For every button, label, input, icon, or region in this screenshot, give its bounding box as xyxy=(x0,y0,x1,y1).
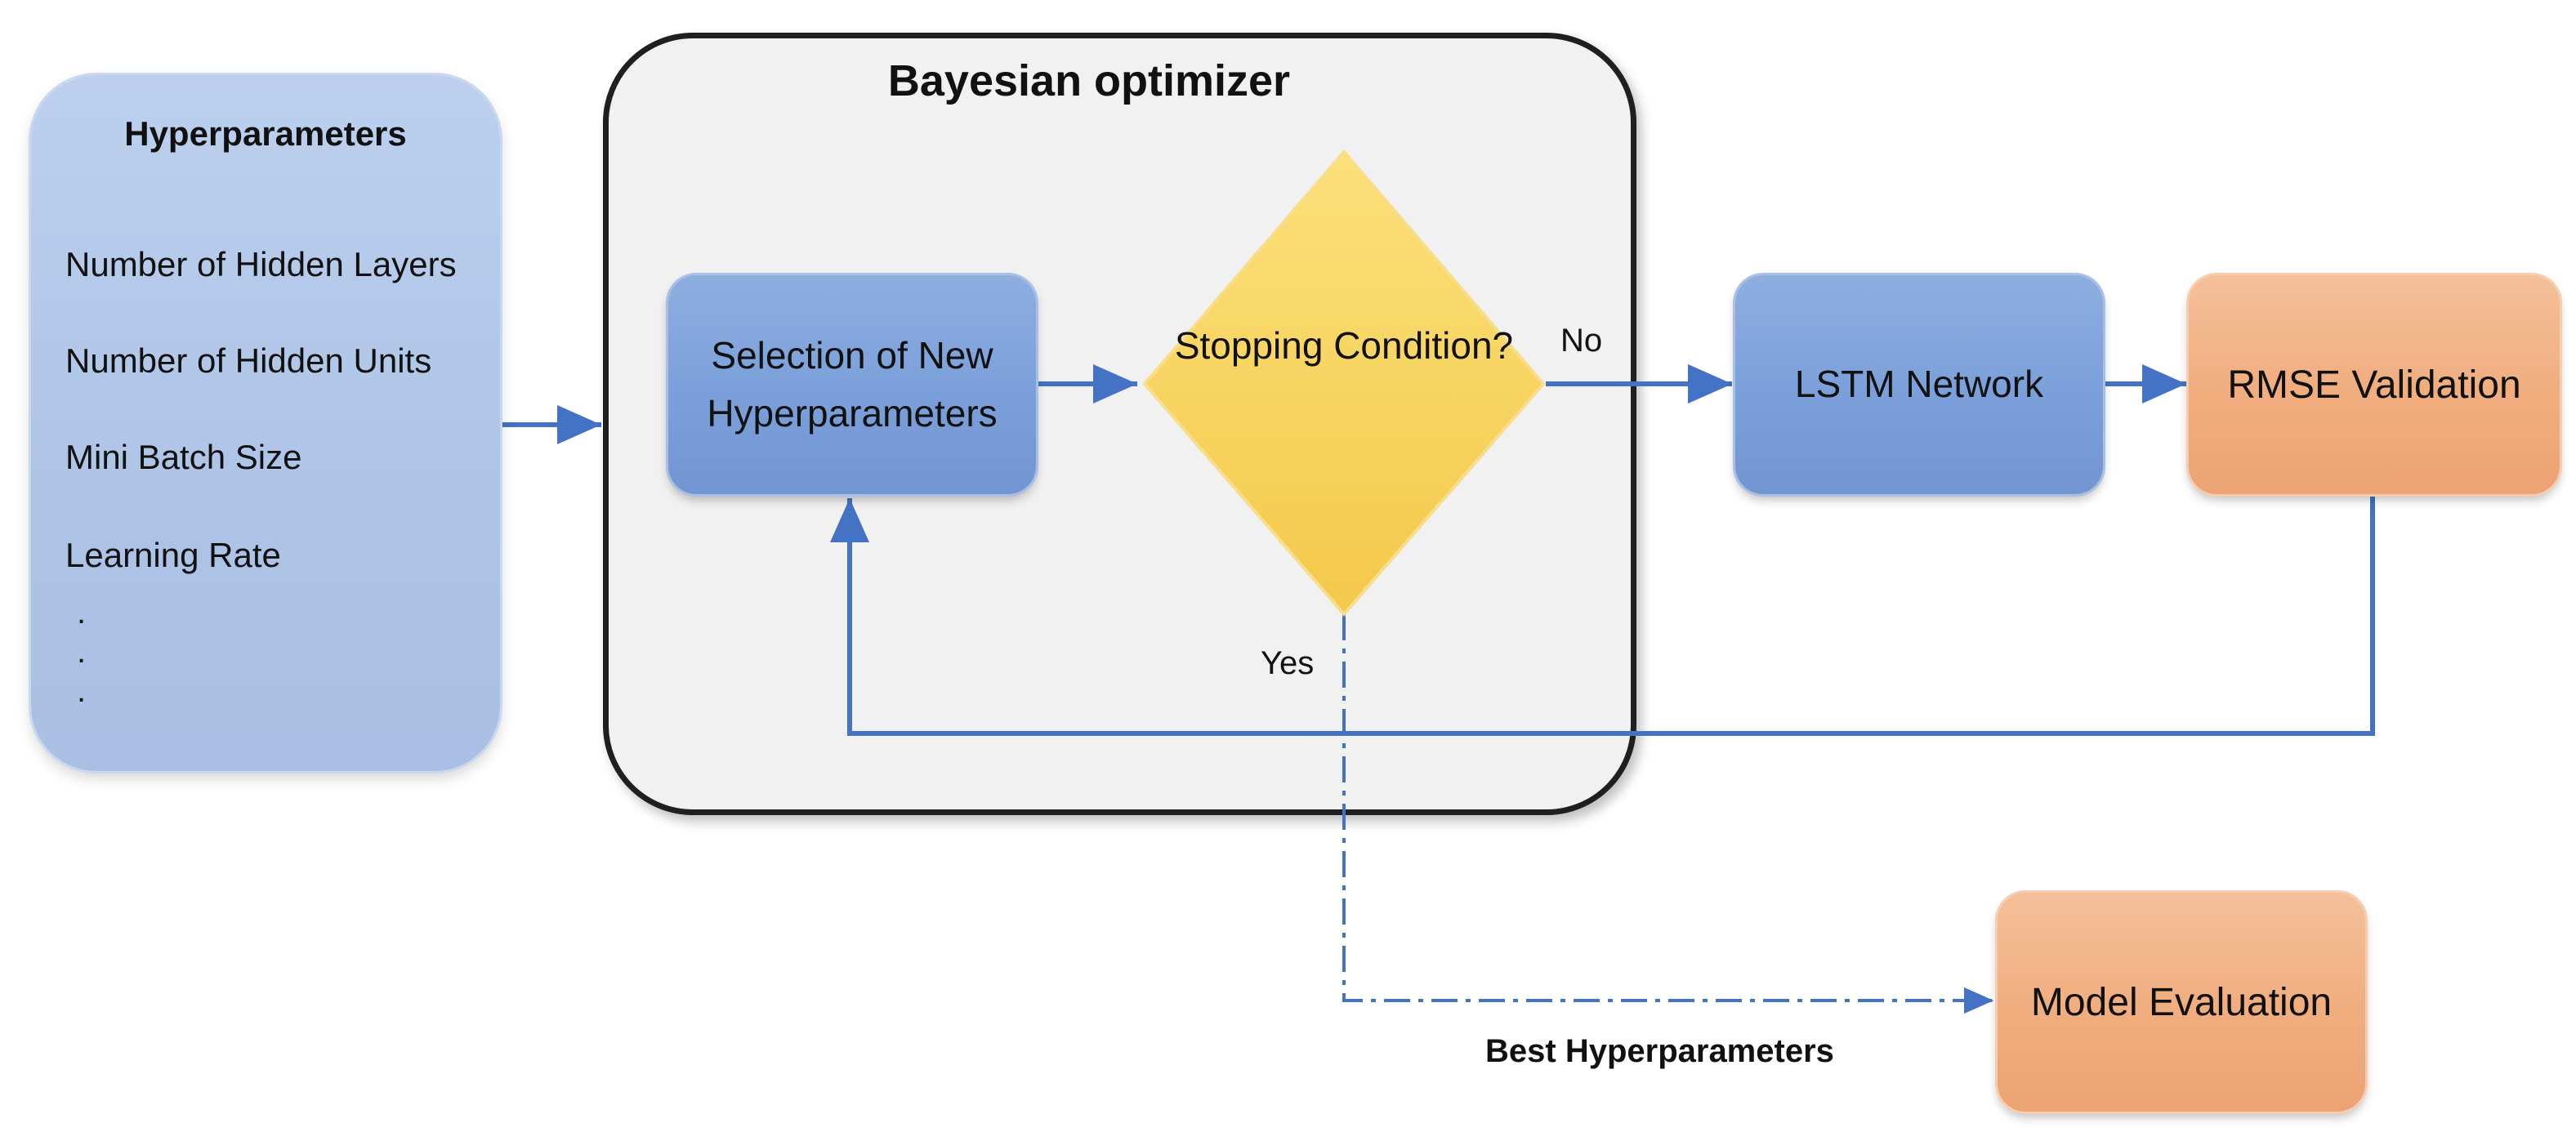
arrow-rmse-feedback-to-selection xyxy=(830,496,2375,736)
lstm-network-box: LSTM Network xyxy=(1735,275,2103,494)
arrow-yes-to-model-evaluation xyxy=(1342,614,1993,1014)
model-evaluation-box: Model Evaluation xyxy=(1998,893,2365,1112)
edge-label-yes: Yes xyxy=(1261,645,1315,681)
selection-label: Selection of New Hyperparameters xyxy=(707,333,998,435)
selection-of-new-hyperparameters-box: Selection of New Hyperparameters xyxy=(668,275,1036,494)
ellipsis-dot: . xyxy=(77,673,87,709)
hyperparameter-item: Learning Rate xyxy=(65,536,281,574)
bayesian-optimizer-title: Bayesian optimizer xyxy=(887,56,1291,105)
hyperparameters-panel xyxy=(31,75,500,771)
rmse-validation-box: RMSE Validation xyxy=(2189,275,2560,494)
edge-label-no: No xyxy=(1560,323,1603,359)
model-evaluation-label: Model Evaluation xyxy=(2030,980,2333,1024)
hyperparameter-item: Number of Hidden Layers xyxy=(65,245,457,283)
stopping-condition-label: Stopping Condition? xyxy=(1174,324,1514,367)
rmse-label: RMSE Validation xyxy=(2227,363,2521,407)
edge-label-best-hyperparameters: Best Hyperparameters xyxy=(1485,1033,1834,1069)
ellipsis-dot: . xyxy=(77,595,87,631)
hyperparameters-title: Hyperparameters xyxy=(124,114,407,153)
lstm-label: LSTM Network xyxy=(1794,363,2044,406)
ellipsis-dot: . xyxy=(77,634,87,670)
hyperparameter-item: Number of Hidden Units xyxy=(65,341,432,380)
stopping-condition-diamond xyxy=(1142,149,1546,617)
hyperparameter-item: Mini Batch Size xyxy=(65,438,302,476)
